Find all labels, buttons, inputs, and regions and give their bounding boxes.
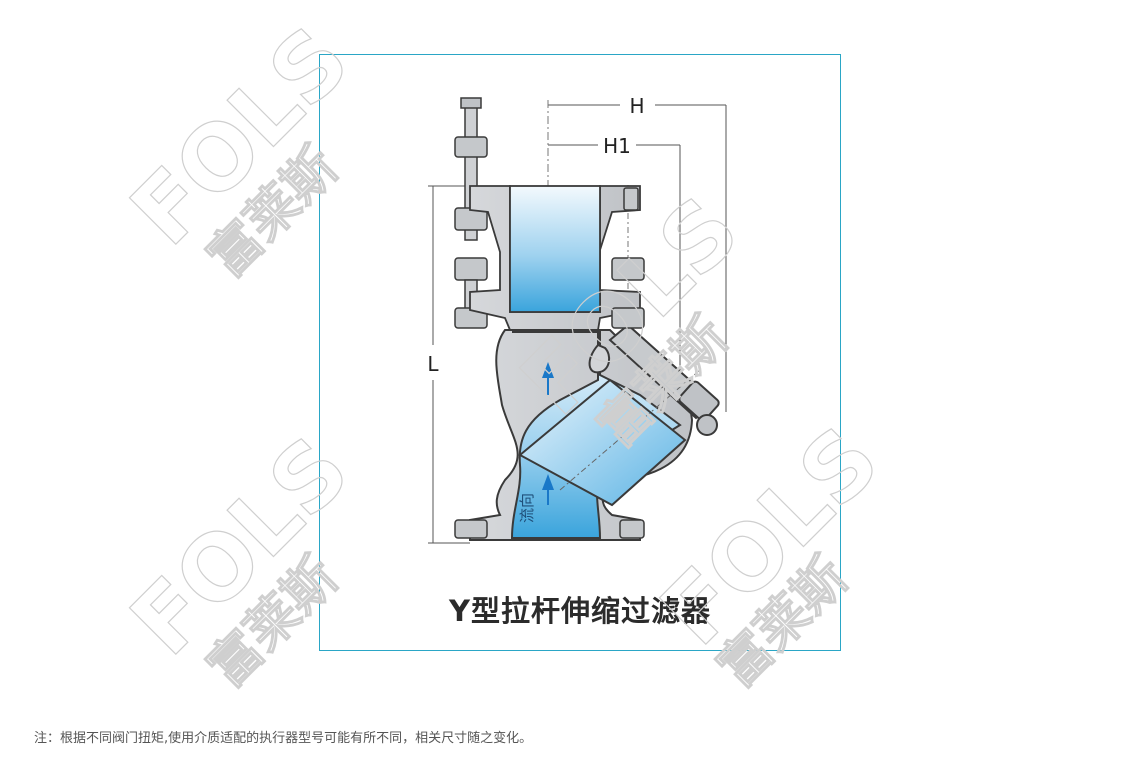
flow-direction-label: 流向 xyxy=(518,493,536,523)
diagram-frame xyxy=(319,54,841,651)
dim-l-label: L xyxy=(427,352,439,376)
dim-h1-label: H1 xyxy=(603,134,631,158)
filter-axis-line xyxy=(559,369,701,491)
footer-note: 注：根据不同阀门扭矩,使用介质适配的执行器型号可能有所不同，相关尺寸随之变化。 xyxy=(34,731,533,746)
strainer-cap xyxy=(588,323,720,436)
flow-arrows xyxy=(542,362,554,505)
dim-h-label: H xyxy=(629,94,644,118)
dimension-lines xyxy=(428,104,727,544)
diagram-title: Y型拉杆伸缩过滤器 xyxy=(449,594,711,628)
bottom-bolts xyxy=(454,187,645,539)
valve-body xyxy=(469,329,694,541)
